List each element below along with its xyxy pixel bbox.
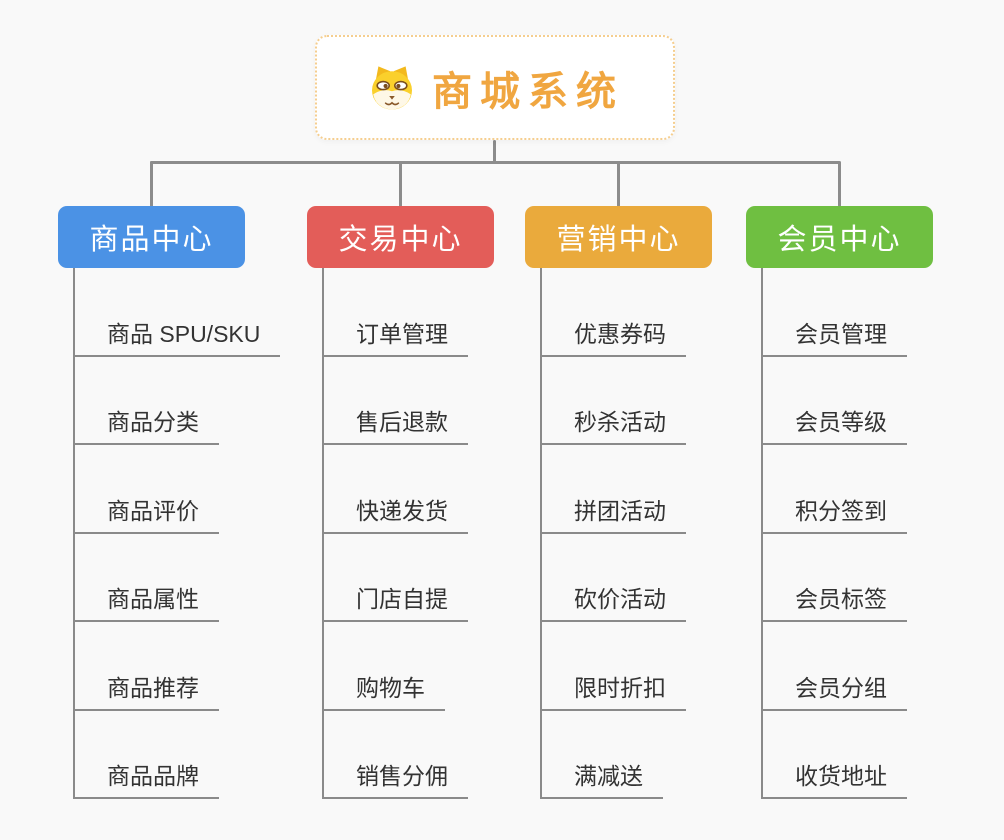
leaf-node[interactable]: 商品 SPU/SKU bbox=[73, 268, 281, 357]
leaf-node[interactable]: 商品品牌 bbox=[73, 711, 219, 799]
branch-trade-center: 交易中心 订单管理 售后退款 快递发货 门店自提 购物车 销售分佣 bbox=[307, 206, 497, 799]
leaf-node[interactable]: 拼团活动 bbox=[540, 445, 686, 534]
leaf-node[interactable]: 限时折扣 bbox=[540, 622, 686, 711]
branch-children-product-center: 商品 SPU/SKU 商品分类 商品评价 商品属性 商品推荐 商品品牌 bbox=[73, 268, 281, 799]
leaf-node[interactable]: 会员分组 bbox=[761, 622, 907, 711]
leaf-node[interactable]: 优惠券码 bbox=[540, 268, 686, 357]
branch-header-marketing-center[interactable]: 营销中心 bbox=[525, 206, 712, 268]
leaf-node[interactable]: 收货地址 bbox=[761, 711, 907, 799]
leaf-node[interactable]: 砍价活动 bbox=[540, 534, 686, 622]
branch-member-center: 会员中心 会员管理 会员等级 积分签到 会员标签 会员分组 收货地址 bbox=[746, 206, 936, 799]
leaf-node[interactable]: 满减送 bbox=[540, 711, 663, 799]
connector-drop-3 bbox=[617, 161, 620, 207]
leaf-node[interactable]: 销售分佣 bbox=[322, 711, 468, 799]
branch-header-member-center[interactable]: 会员中心 bbox=[746, 206, 933, 268]
leaf-node[interactable]: 商品分类 bbox=[73, 357, 219, 445]
branch-children-member-center: 会员管理 会员等级 积分签到 会员标签 会员分组 收货地址 bbox=[761, 268, 936, 799]
branch-header-product-center[interactable]: 商品中心 bbox=[58, 206, 245, 268]
leaf-node[interactable]: 秒杀活动 bbox=[540, 357, 686, 445]
leaf-node[interactable]: 商品评价 bbox=[73, 445, 219, 534]
connector-drop-2 bbox=[399, 161, 402, 207]
leaf-node[interactable]: 会员标签 bbox=[761, 534, 907, 622]
leaf-node[interactable]: 积分签到 bbox=[761, 445, 907, 534]
leaf-node[interactable]: 商品属性 bbox=[73, 534, 219, 622]
leaf-node[interactable]: 商品推荐 bbox=[73, 622, 219, 711]
leaf-node[interactable]: 会员等级 bbox=[761, 357, 907, 445]
branch-marketing-center: 营销中心 优惠券码 秒杀活动 拼团活动 砍价活动 限时折扣 满减送 bbox=[525, 206, 715, 799]
connector-horizontal bbox=[150, 161, 840, 164]
branch-children-trade-center: 订单管理 售后退款 快递发货 门店自提 购物车 销售分佣 bbox=[322, 268, 497, 799]
connector-root-drop bbox=[493, 140, 496, 164]
root-topic[interactable]: 商城系统 bbox=[315, 35, 675, 140]
branch-product-center: 商品中心 商品 SPU/SKU 商品分类 商品评价 商品属性 商品推荐 商品品牌 bbox=[58, 206, 281, 799]
root-topic-title: 商城系统 bbox=[432, 69, 624, 114]
leaf-node[interactable]: 门店自提 bbox=[322, 534, 468, 622]
shiba-dog-icon bbox=[366, 64, 418, 112]
connector-drop-4 bbox=[838, 161, 841, 207]
leaf-node[interactable]: 售后退款 bbox=[322, 357, 468, 445]
leaf-node[interactable]: 购物车 bbox=[322, 622, 445, 711]
branch-header-trade-center[interactable]: 交易中心 bbox=[307, 206, 494, 268]
branch-children-marketing-center: 优惠券码 秒杀活动 拼团活动 砍价活动 限时折扣 满减送 bbox=[540, 268, 715, 799]
leaf-node[interactable]: 订单管理 bbox=[322, 268, 468, 357]
leaf-node[interactable]: 快递发货 bbox=[322, 445, 468, 534]
leaf-node[interactable]: 会员管理 bbox=[761, 268, 907, 357]
connector-drop-1 bbox=[150, 161, 153, 207]
